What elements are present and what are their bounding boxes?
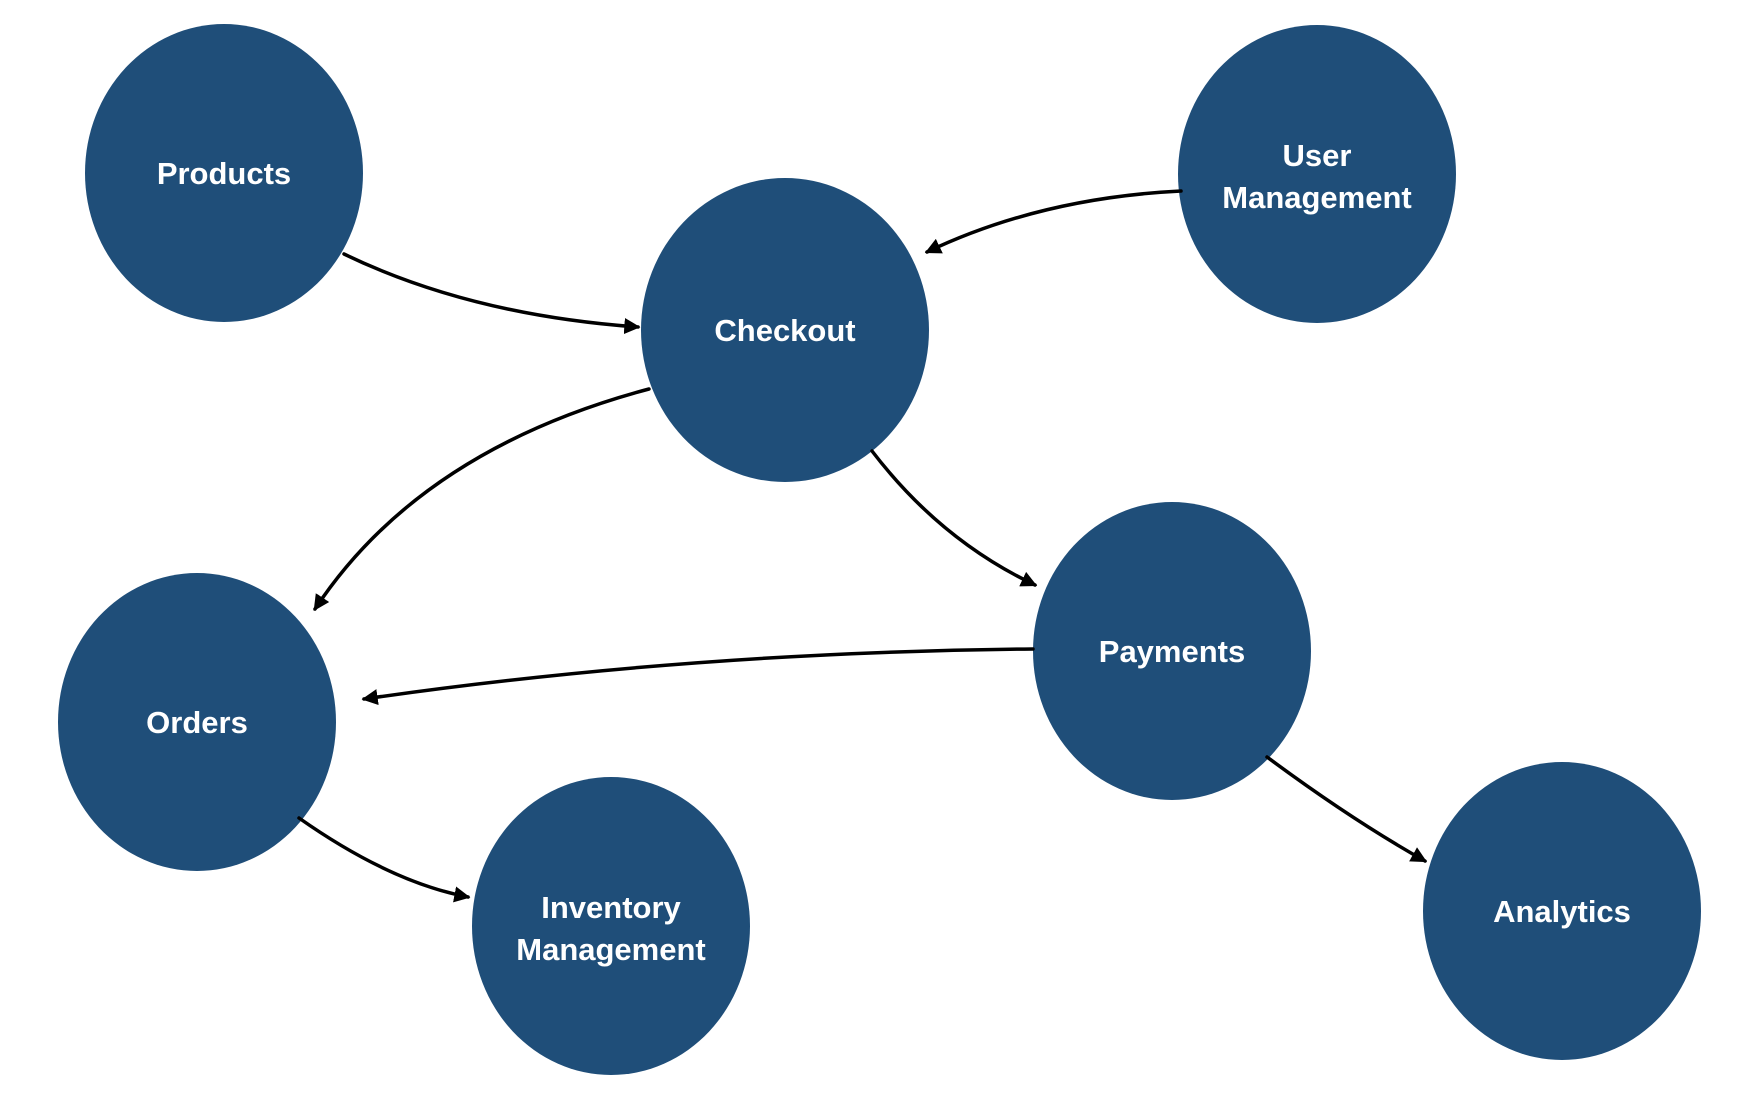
node-checkout: Checkout [641, 178, 929, 482]
node-orders-label: Orders [146, 705, 248, 740]
edge-checkout-to-orders [313, 387, 651, 612]
node-analytics: Analytics [1423, 762, 1701, 1060]
edge-orders-to-inventory-management [297, 816, 471, 903]
node-inventory-management: Inventory Management [472, 777, 750, 1075]
node-inventory-management-circle [472, 777, 750, 1075]
node-user-management-label-line1: User [1283, 138, 1352, 173]
node-user-management-label-line2: Management [1222, 180, 1411, 215]
edge-user-management-to-checkout [924, 189, 1183, 254]
node-products-circle [85, 24, 363, 322]
node-user-management: User Management [1178, 25, 1456, 323]
node-orders-circle [58, 573, 336, 871]
node-checkout-circle [641, 178, 929, 482]
node-user-management-circle [1178, 25, 1456, 323]
node-analytics-circle [1423, 762, 1701, 1060]
edge-checkout-to-payments [870, 449, 1038, 587]
edge-products-to-checkout [342, 252, 641, 335]
node-analytics-label: Analytics [1493, 894, 1631, 929]
node-payments-circle [1033, 502, 1311, 800]
node-products-label: Products [157, 156, 291, 191]
edge-payments-to-orders [361, 647, 1035, 706]
node-products: Products [85, 24, 363, 322]
node-inventory-management-label-line1: Inventory [541, 890, 681, 925]
node-payments-label: Payments [1099, 634, 1245, 669]
node-checkout-label: Checkout [714, 313, 855, 348]
node-payments: Payments [1033, 502, 1311, 800]
edge-payments-to-analytics [1265, 755, 1428, 863]
node-inventory-management-label-line2: Management [516, 932, 705, 967]
node-orders: Orders [58, 573, 336, 871]
